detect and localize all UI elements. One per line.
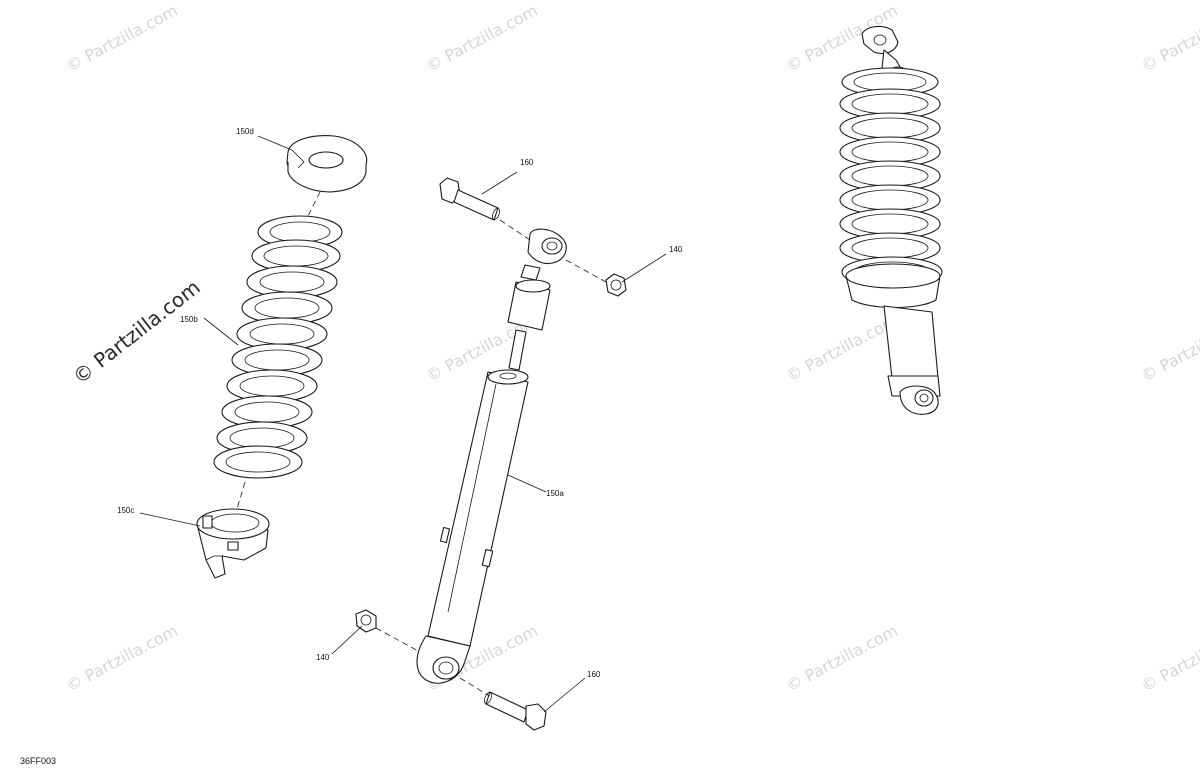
- bolt-top-part[interactable]: [439, 177, 501, 221]
- callout-label-spring-seat: 150c: [117, 506, 134, 515]
- watermark: © Partzilla.com: [63, 1, 181, 76]
- spring-seat-part[interactable]: [196, 508, 270, 579]
- watermark-featured: © Partzilla.com: [68, 275, 204, 389]
- diagram-code: 36FF003: [20, 756, 56, 766]
- spring-cap-part[interactable]: [286, 135, 368, 223]
- shock-absorber-part[interactable]: [375, 219, 607, 701]
- callout-label-bolt-top: 160: [520, 158, 534, 167]
- watermark: © Partzilla.com: [423, 1, 541, 76]
- watermark: © Partzilla.com: [63, 621, 181, 696]
- callout-label-bolt-bottom: 160: [587, 670, 601, 679]
- callout-label-spring: 150b: [180, 315, 198, 324]
- bolt-bottom-part[interactable]: [483, 691, 547, 731]
- watermark: © Partzilla.com: [1138, 311, 1200, 386]
- callout-label-nut-top: 140: [669, 245, 683, 254]
- assembled-shock-part[interactable]: [839, 25, 943, 415]
- callout-label-nut-bottom: 140: [316, 653, 330, 662]
- watermark: © Partzilla.com: [1138, 621, 1200, 696]
- callout-label-spring-cap: 150d: [236, 127, 254, 136]
- watermark: © Partzilla.com: [783, 621, 901, 696]
- watermark: © Partzilla.com: [783, 311, 901, 386]
- watermarks: © Partzilla.com © Partzilla.com © Partzi…: [63, 1, 1200, 696]
- coil-spring-part[interactable]: [213, 215, 343, 513]
- leader-lines: [139, 135, 667, 713]
- watermark: © Partzilla.com: [1138, 1, 1200, 76]
- callout-labels: 150d 150b 150c 160 140 150a 140 160: [117, 127, 683, 679]
- nut-top-part[interactable]: [605, 273, 627, 297]
- callout-label-shock: 150a: [546, 489, 564, 498]
